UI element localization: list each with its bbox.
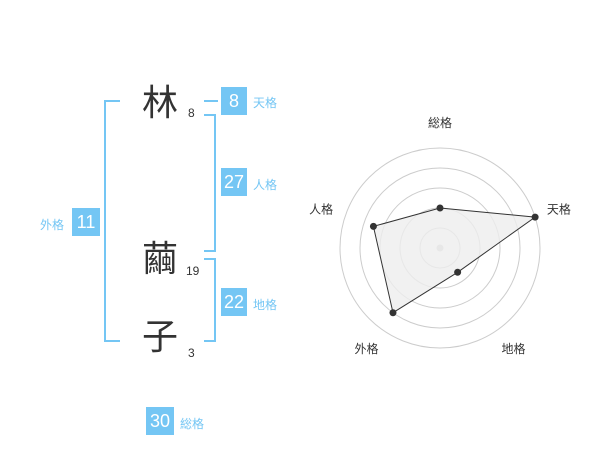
gaikaku-bracket bbox=[104, 100, 120, 342]
radar-point-5 bbox=[369, 222, 377, 230]
gaikaku-label: 外格 bbox=[40, 218, 65, 232]
radar-axis-label-5: 人格 bbox=[309, 201, 333, 216]
radar-axis-label-4: 外格 bbox=[354, 341, 378, 356]
radar-ring-5 bbox=[339, 147, 541, 349]
chikaku-label: 地格 bbox=[253, 298, 278, 312]
radar-point-4 bbox=[389, 309, 397, 317]
soukaku-label: 総格 bbox=[180, 417, 205, 431]
jinkaku-label: 人格 bbox=[253, 178, 278, 192]
jinkaku-value: 27 bbox=[221, 168, 247, 196]
name-char-1: 林 bbox=[142, 83, 179, 124]
name-char-2: 繭 bbox=[142, 239, 179, 280]
radar-ring-4 bbox=[359, 167, 521, 329]
tenkaku-value: 8 bbox=[221, 87, 247, 115]
gaikaku-value: 11 bbox=[72, 208, 100, 236]
radar-series-area bbox=[372, 207, 537, 314]
chikaku-value: 22 bbox=[221, 288, 247, 316]
radar-point-2 bbox=[531, 213, 539, 221]
soukaku-value: 30 bbox=[146, 407, 174, 435]
radar-axis-label-1: 総格 bbox=[428, 115, 452, 130]
name-char-1-strokes: 8 bbox=[188, 106, 195, 120]
name-char-3: 子 bbox=[142, 317, 179, 358]
tenkaku-bracket bbox=[204, 100, 218, 102]
radar-point-1 bbox=[436, 204, 444, 212]
name-char-3-strokes: 3 bbox=[188, 346, 195, 360]
tenkaku-label: 天格 bbox=[253, 96, 278, 110]
radar-point-3 bbox=[454, 268, 462, 276]
radar-axis-label-2: 天格 bbox=[547, 201, 571, 216]
chikaku-bracket bbox=[204, 258, 216, 342]
radar-axis-label-3: 地格 bbox=[501, 341, 525, 356]
name-char-2-strokes: 19 bbox=[186, 264, 200, 278]
jinkaku-bracket bbox=[204, 114, 216, 252]
